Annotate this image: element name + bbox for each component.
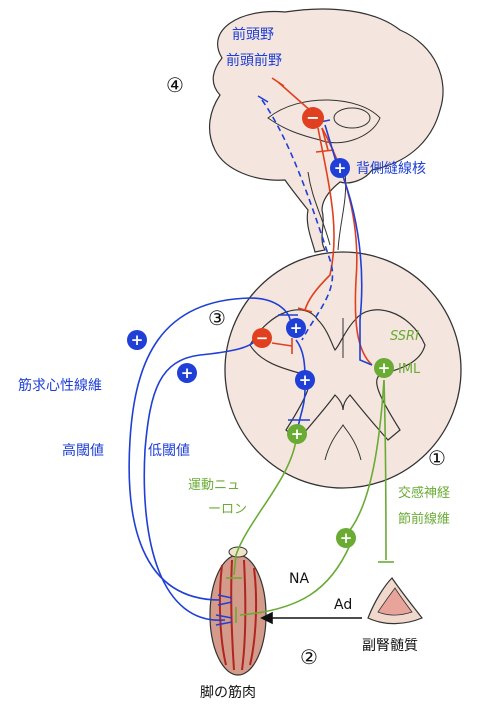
marker-3: ③ [208,306,226,330]
svg-text:−: − [256,329,269,347]
spinal-cord-section [224,251,462,489]
label-leg-muscle: 脚の筋肉 [200,684,256,701]
label-motor-neuron-1: 運動ニュ [188,478,240,493]
label-prefrontal-2: 前頭前野 [226,52,282,69]
minus-marker-spinal: − [252,328,272,348]
plus-marker-spinal-1: + [286,318,306,338]
plus-marker-iml: + [374,358,394,378]
blue-pathways [128,95,373,626]
plus-marker-afferent-high: + [127,330,147,350]
ventral-fissure [324,424,362,461]
svg-text:+: + [291,425,304,443]
ad-arrow [260,611,362,625]
marker-4: ④ [166,73,184,97]
muscle-fibers [218,559,258,671]
brain-ventricle [333,107,371,129]
muscle-tendon-top [228,546,248,558]
minus-marker-brain: − [302,107,324,129]
label-raphe: 背側縫線核 [356,161,426,177]
label-high-threshold: 高閾値 [62,442,104,459]
svg-text:+: + [181,364,194,382]
plus-marker-raphe: + [330,158,350,178]
gray-matter [249,309,426,441]
adrenal-medulla-core [377,587,413,616]
label-ad: Ad [334,597,352,613]
plus-marker-spinal-2: + [295,370,315,390]
label-sympathetic-1: 交感神経 [398,485,450,501]
label-adrenal-medulla: 副腎髄質 [362,638,418,654]
marker-2: ② [300,645,318,669]
label-prefrontal-1: 前頭野 [232,26,274,43]
label-motor-neuron-2: ーロン [208,502,247,517]
svg-text:−: − [306,108,319,127]
label-sympathetic-2: 節前線維 [398,511,450,527]
marker-1: ① [428,446,446,470]
label-spindle-afferent: 筋求心性線維 [18,377,102,394]
label-ssri: SSRI [390,329,419,344]
label-iml: IML [398,362,421,377]
plus-marker-afferent-low: + [177,363,197,383]
label-low-threshold: 低閾値 [148,443,190,459]
svg-text:+: + [299,371,312,389]
svg-text:+: + [131,331,144,349]
plus-marker-motor: + [287,424,307,444]
label-na: NA [289,571,309,587]
plus-marker-sympathetic: + [336,528,356,548]
green-pathways [226,379,394,623]
brainstem [307,171,347,251]
svg-text:+: + [378,359,391,377]
svg-text:+: + [290,319,303,337]
svg-text:+: + [334,159,347,177]
svg-text:+: + [340,529,353,547]
